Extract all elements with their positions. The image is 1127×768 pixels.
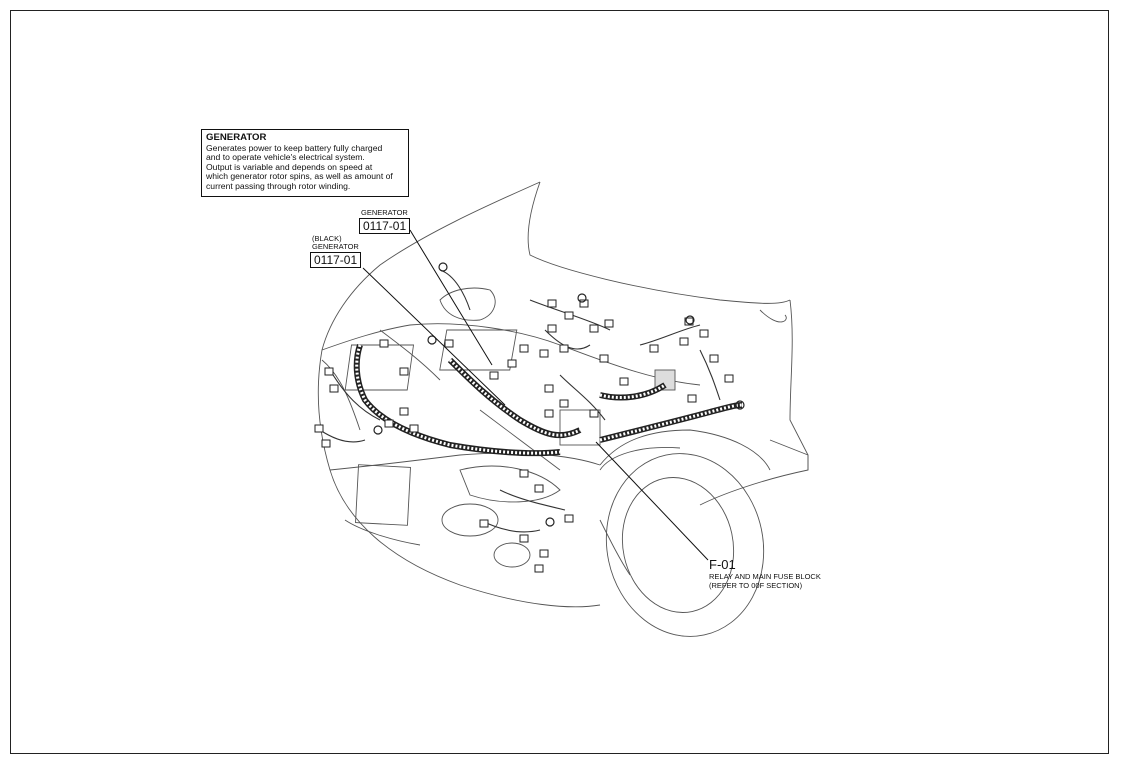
- branch-wires: [319, 269, 721, 533]
- description-line: Generates power to keep battery fully ch…: [206, 142, 383, 153]
- license-plate-area: [355, 464, 411, 526]
- generator-black-connector-code[interactable]: 0117-01: [310, 252, 362, 268]
- grommets: [373, 262, 745, 527]
- generator-callout-label: GENERATOR: [361, 208, 408, 217]
- description-title: GENERATOR: [206, 132, 267, 143]
- page-frame: [10, 10, 1109, 754]
- fuse-block-code[interactable]: F-01: [709, 557, 736, 572]
- description-line: current passing through rotor winding.: [206, 180, 351, 191]
- connectors: [314, 299, 734, 573]
- car-body-outline: [317, 181, 809, 608]
- main-wiring-harness: [353, 344, 743, 457]
- description-line: Output is variable and depends on speed …: [206, 161, 373, 172]
- generator-description-box: GENERATOR Generates power to keep batter…: [201, 129, 409, 197]
- description-line: and to operate vehicle's electrical syst…: [206, 152, 365, 163]
- description-line: which generator rotor spins, as well as …: [206, 171, 393, 182]
- fuse-block-line: (REFER TO 00F SECTION): [709, 580, 803, 590]
- generator-connector-code[interactable]: 0117-01: [359, 218, 411, 234]
- lamp-outlines: [321, 359, 631, 576]
- front-wheel: [599, 447, 765, 637]
- generator-black-callout-label: GENERATOR: [312, 242, 359, 251]
- generator-black-color-note: (BLACK): [312, 234, 342, 243]
- fuse-block-description: RELAY AND MAIN FUSE BLOCK (REFER TO 00F …: [709, 572, 821, 590]
- callout-leader-lines: [362, 229, 709, 561]
- fuse-block-line: RELAY AND MAIN FUSE BLOCK: [709, 572, 821, 581]
